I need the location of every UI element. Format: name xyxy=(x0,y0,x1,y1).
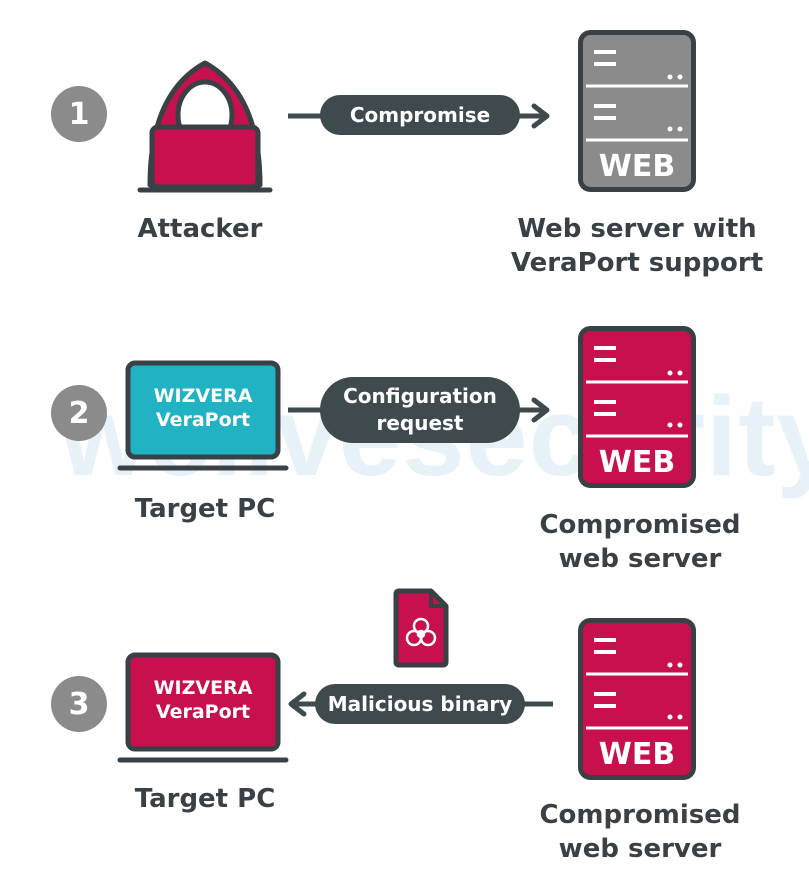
screen-text-3-line2: VeraPort xyxy=(155,701,251,723)
target-pc-icon-2 xyxy=(117,360,289,471)
screen-text-3-line1: WIZVERA xyxy=(153,677,253,699)
server-icon-3 xyxy=(578,618,696,780)
server-icon-2 xyxy=(578,326,696,488)
server-label-1: Web server with VeraPort support xyxy=(490,212,784,280)
biohazard-file-icon xyxy=(393,588,449,668)
screen-text-2-line1: WIZVERA xyxy=(153,385,253,407)
server-tag-2: WEB xyxy=(598,445,676,480)
step-number-3: 3 xyxy=(51,676,107,732)
server-label-3-line1: Compromised xyxy=(539,800,741,830)
server-label-3-line2: web server xyxy=(558,834,722,864)
step-number-1: 1 xyxy=(51,86,107,142)
screen-text-2-line2: VeraPort xyxy=(155,409,251,431)
target-pc-label-2: Target PC xyxy=(134,494,276,524)
arrow-label-2-line2: request xyxy=(376,411,464,435)
arrow-label-configuration-request: Configuration request xyxy=(320,377,520,443)
arrow-label-2-line1: Configuration xyxy=(343,384,497,408)
step-number-2: 2 xyxy=(51,385,107,441)
screen-text-3: WIZVERA VeraPort xyxy=(128,676,278,724)
target-pc-icon-3 xyxy=(117,652,289,763)
screen-text-2: WIZVERA VeraPort xyxy=(128,384,278,432)
server-label-2-line1: Compromised xyxy=(539,510,741,540)
server-tag-3: WEB xyxy=(598,737,676,772)
server-icon-1 xyxy=(578,30,696,192)
attacker-laptop-screen xyxy=(149,124,261,190)
attacker-icon xyxy=(137,60,273,193)
attacker-label: Attacker xyxy=(137,214,263,244)
arrow-label-compromise: Compromise xyxy=(320,95,520,135)
server-label-2-line2: web server xyxy=(558,544,722,574)
server-label-1-line1: Web server with xyxy=(517,214,757,244)
server-tag-1: WEB xyxy=(598,149,676,184)
arrow-label-malicious-binary: Malicious binary xyxy=(315,684,525,724)
server-label-1-line2: VeraPort support xyxy=(510,248,764,278)
server-label-2: Compromised web server xyxy=(500,508,780,576)
server-label-3: Compromised web server xyxy=(500,798,780,866)
target-pc-label-3: Target PC xyxy=(134,784,276,814)
